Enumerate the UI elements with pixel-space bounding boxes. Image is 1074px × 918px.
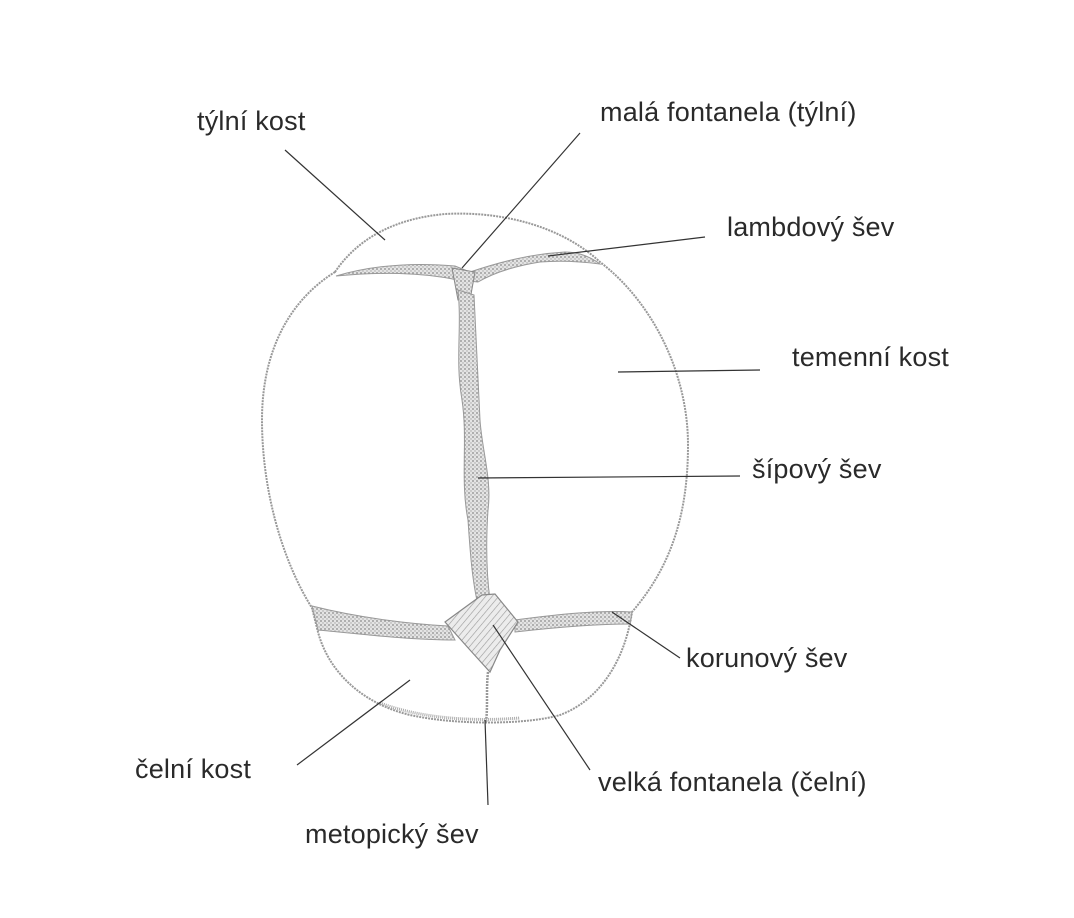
leader-lambdovy-sev xyxy=(547,236,706,257)
label-tylni-kost: týlní kost xyxy=(197,106,306,136)
label-velka-fontanela: velká fontanela (čelní) xyxy=(598,767,867,797)
label-celni-kost: čelní kost xyxy=(135,754,252,784)
leader-tylni-kost xyxy=(284,149,386,241)
label-temenni-kost: temenní kost xyxy=(792,342,949,372)
label-korunovy-sev: korunový šev xyxy=(686,643,848,673)
label-lambdovy-sev: lambdový šev xyxy=(727,212,895,242)
large-fontanelle xyxy=(444,593,519,674)
leader-temenni-kost xyxy=(617,369,761,373)
label-sipovy-sev: šípový šev xyxy=(752,454,882,484)
leader-celni-kost xyxy=(296,679,411,766)
frontal-bone-edge xyxy=(379,701,521,721)
leader-metopicky-sev xyxy=(484,719,489,806)
label-mala-fontanela: malá fontanela (týlní) xyxy=(600,97,857,127)
label-metopicky-sev: metopický šev xyxy=(305,819,479,849)
leader-korunovy-sev xyxy=(611,611,681,659)
metopic-suture xyxy=(484,671,490,723)
leader-mala-fontanela xyxy=(461,132,581,269)
leader-sipovy-sev xyxy=(477,475,741,479)
leader-velka-fontanela xyxy=(492,624,591,771)
lambdoid-suture xyxy=(335,251,602,283)
